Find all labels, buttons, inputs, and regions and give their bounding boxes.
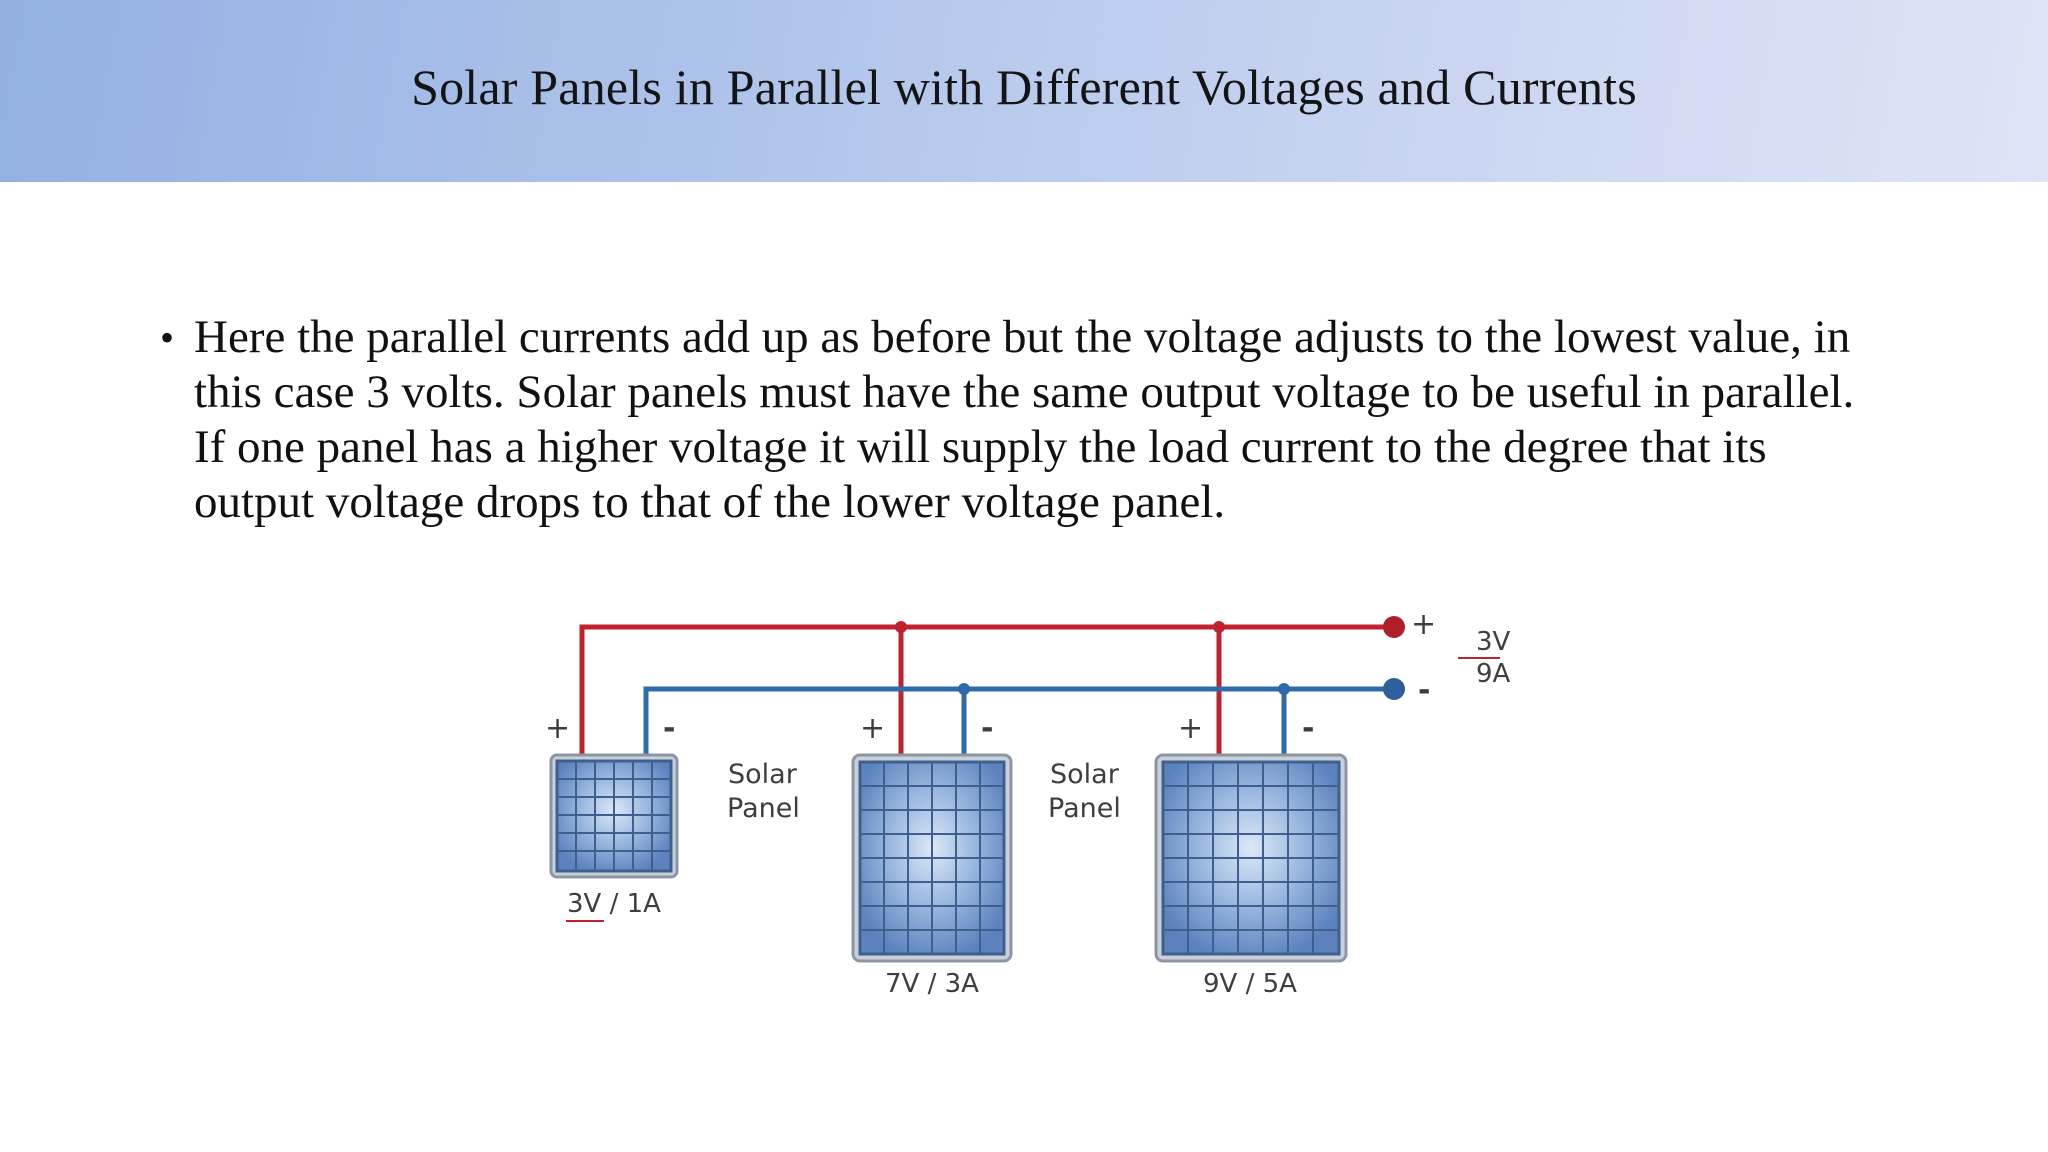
panel-3-plus: + — [1178, 711, 1203, 746]
slide-title: Solar Panels in Parallel with Different … — [411, 59, 1637, 115]
output-minus-sign: - — [1418, 673, 1430, 708]
panel-1-plus: + — [545, 711, 570, 746]
bullet-icon: • — [160, 315, 175, 360]
solar-panel-label-1-line2: Panel — [727, 793, 800, 824]
solar-panel-label-2-line1: Solar — [1050, 759, 1120, 790]
solar-panel-1 — [549, 753, 679, 879]
panel-2-plus: + — [860, 711, 885, 746]
positive-junction-dot — [1213, 621, 1225, 633]
output-voltage: 3V — [1476, 627, 1511, 657]
solar-panel-3 — [1154, 753, 1348, 963]
panel-2-rating: 7V / 3A — [885, 969, 979, 999]
panel-1-rating: 3V / 1A — [567, 889, 661, 919]
negative-output-terminal — [1383, 678, 1405, 700]
negative-junction-dot — [958, 683, 970, 695]
panel-3-rating: 9V / 5A — [1203, 969, 1297, 999]
panel-2-minus: - — [981, 711, 993, 746]
negative-junction-dot — [1278, 683, 1290, 695]
panel-1-minus: - — [663, 711, 675, 746]
solar-panel-label-2-line2: Panel — [1048, 793, 1121, 824]
negative-wire — [643, 686, 1394, 755]
bullet-point: • Here the parallel currents add up as b… — [160, 310, 1880, 530]
output-current: 9A — [1476, 659, 1511, 689]
solar-panel-2 — [851, 753, 1013, 963]
positive-output-terminal — [1383, 616, 1405, 638]
bullet-text: Here the parallel currents add up as bef… — [194, 311, 1855, 528]
solar-panel-label-1-line1: Solar — [728, 759, 798, 790]
title-bar — [0, 0, 2048, 182]
positive-junction-dot — [895, 621, 907, 633]
output-plus-sign: + — [1411, 607, 1436, 642]
panel-3-minus: - — [1302, 711, 1314, 746]
